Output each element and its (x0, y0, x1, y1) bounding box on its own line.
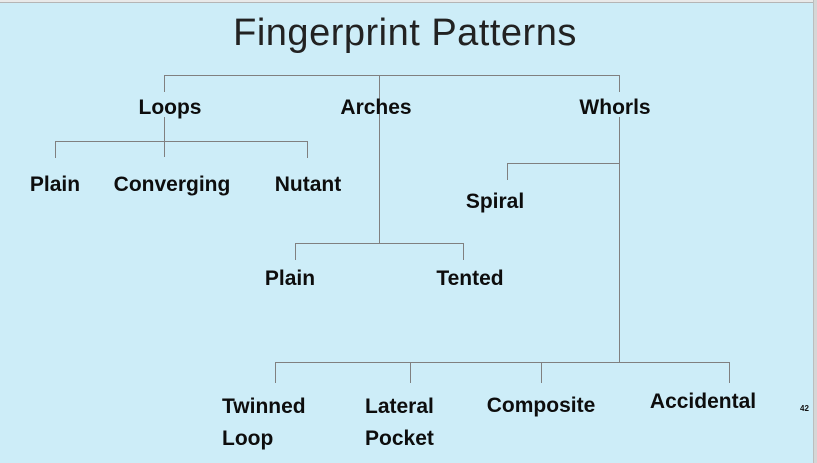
connector-tick-tented (463, 243, 464, 260)
connector-tick-whorls (619, 75, 620, 92)
connector-tick-arches-plain (295, 243, 296, 260)
connector-tick-composite (541, 362, 542, 383)
node-converging: Converging (113, 173, 231, 196)
connector-spiral-horizontal (507, 163, 619, 164)
node-accidental: Accidental (649, 390, 757, 413)
node-loops-plain: Plain (29, 173, 81, 196)
connector-tick-twinned-loop (275, 362, 276, 383)
node-arches: Arches (340, 96, 412, 119)
connector-tick-nutant (307, 141, 308, 158)
node-spiral: Spiral (465, 190, 525, 213)
connector-tick-converging (164, 141, 165, 157)
node-tented: Tented (436, 267, 504, 290)
connector-tick-loops (164, 75, 165, 92)
connector-whorls-horizontal (275, 362, 729, 363)
node-twinned-loop: Twinned Loop (222, 395, 306, 450)
connector-tick-lateral-pocket (410, 362, 411, 383)
node-composite: Composite (486, 394, 596, 417)
slide-page-number: 42 (800, 404, 809, 413)
node-loops: Loops (138, 96, 202, 119)
slide-title: Fingerprint Patterns (233, 12, 577, 54)
connector-tick-spiral (507, 163, 508, 180)
connector-stem-loops (164, 117, 165, 141)
connector-stem-whorls (619, 117, 620, 362)
connector-arches-horizontal (295, 243, 463, 244)
connector-root-horizontal (164, 75, 620, 76)
node-whorls: Whorls (579, 96, 651, 119)
connector-stem-arches (379, 75, 380, 243)
connector-loops-horizontal (55, 141, 307, 142)
slide-right-edge (813, 0, 817, 463)
connector-tick-accidental (729, 362, 730, 383)
node-lateral-pocket: Lateral Pocket (365, 395, 434, 450)
slide-top-edge (0, 0, 817, 3)
node-arches-plain: Plain (264, 267, 316, 290)
node-nutant: Nutant (274, 173, 342, 196)
connector-tick-loops-plain (55, 141, 56, 158)
